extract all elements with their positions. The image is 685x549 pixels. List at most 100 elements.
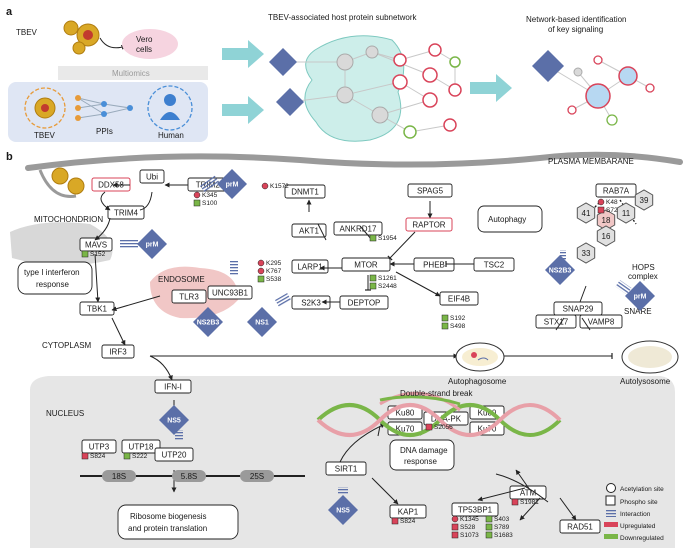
svg-text:S824: S824 [400, 518, 416, 525]
protein-vamp8: VAMP8 [579, 314, 623, 329]
svg-text:S2448: S2448 [378, 283, 397, 290]
panel-b-label: b [6, 151, 13, 163]
double-strand-break-label: Double-strand break [400, 389, 473, 398]
svg-text:NS5: NS5 [167, 418, 181, 425]
svg-text:S1261: S1261 [378, 275, 397, 282]
svg-text:prM: prM [146, 242, 159, 249]
identification-title-1: Network-based identification [526, 15, 627, 24]
svg-text:DDX58: DDX58 [98, 181, 124, 190]
protein-ankrd17: ANKRD17 [333, 221, 383, 236]
site-trim25-2: S100 [193, 199, 218, 207]
dna-damage-label-2: response [404, 457, 437, 466]
vero-cells-shape [122, 29, 178, 59]
svg-text:SIRT1: SIRT1 [335, 465, 358, 474]
svg-text:UTP20: UTP20 [162, 451, 187, 460]
svg-text:5.8S: 5.8S [181, 472, 197, 481]
panel-a-label: a [6, 6, 13, 18]
plasma-membrane-label: PLASMA MEMBARANE [548, 157, 634, 166]
svg-text:AKT1: AKT1 [299, 227, 320, 236]
svg-text:UTP18: UTP18 [129, 443, 154, 452]
svg-text:K1572: K1572 [270, 183, 289, 190]
viral-ns2b3-2: NS2B3 [193, 307, 223, 337]
legend-upregulated: Upregulated [620, 523, 656, 530]
dna-damage-label-1: DNA damage [400, 446, 448, 455]
snare-label: SNARE [624, 307, 652, 316]
site-larp1-2: K767 [257, 267, 282, 275]
site-tp53-6: S1683 [485, 531, 513, 539]
viral-prm-0: prM [217, 169, 247, 199]
vero-label-1: Vero [136, 35, 153, 44]
svg-text:Ubi: Ubi [146, 173, 158, 182]
site-tp53-3: S1073 [451, 531, 479, 539]
svg-text:S1981: S1981 [520, 499, 539, 506]
interaction-marks [120, 175, 632, 495]
viral-prm-5: prM [625, 281, 655, 311]
svg-text:DNMT1: DNMT1 [291, 188, 319, 197]
ribosome-biogenesis-box [117, 504, 239, 540]
ppi-network-icon [75, 95, 133, 121]
svg-text:LARP1: LARP1 [297, 263, 323, 272]
protein-tsc2: TSC2 [473, 257, 515, 272]
protein-unc93b1: UNC93B1 [207, 285, 253, 300]
multiomics-band [58, 66, 208, 80]
autolysosome-label: Autolysosome [620, 377, 671, 386]
legend-acetylation: Acetylation site [620, 486, 664, 493]
svg-text:18S: 18S [112, 472, 126, 481]
site-tp53-1: K1345 [451, 515, 479, 523]
plasma-membrane [25, 151, 683, 171]
protein-mtor: MTOR [341, 257, 391, 272]
protein-trim4: TRIM4 [107, 205, 145, 220]
protein-irf3: IRF3 [101, 344, 135, 359]
protein-ifn: IFN-I [154, 379, 192, 394]
protein-utp20: UTP20 [154, 447, 194, 462]
svg-text:S2K3: S2K3 [301, 299, 321, 308]
svg-text:S824: S824 [90, 453, 106, 460]
rrna-5.8S: 5.8S [172, 470, 206, 482]
protein-snap29: SNAP29 [553, 301, 603, 316]
subnetwork-graph [269, 35, 462, 142]
protein-stx17: STX17 [535, 314, 577, 329]
interferon-response-box [17, 261, 93, 295]
protein-tbk1: TBK1 [79, 301, 115, 316]
site-mtor-1: S1261 [369, 274, 397, 282]
svg-text:TSC2: TSC2 [484, 261, 505, 270]
svg-text:DNA-PK: DNA-PK [431, 415, 462, 424]
protein-akt1: AKT1 [291, 223, 327, 238]
svg-text:41: 41 [582, 209, 591, 218]
svg-text:TBK1: TBK1 [87, 305, 108, 314]
svg-text:S2056: S2056 [434, 424, 453, 431]
protein-tp53bp1: TP53BP1 [451, 502, 499, 517]
svg-text:S538: S538 [266, 276, 282, 283]
nucleus-label: NUCLEUS [46, 409, 84, 418]
svg-text:S72: S72 [606, 207, 618, 214]
svg-text:RAPTOR: RAPTOR [412, 221, 445, 230]
protein-sirt1: SIRT1 [325, 461, 367, 476]
ribosome-label-1: Ribosome biogenesis [130, 512, 207, 521]
viral-ns5-7: NS5 [328, 495, 358, 525]
svg-text:PHEB: PHEB [423, 261, 445, 270]
svg-text:STX17: STX17 [544, 318, 569, 327]
svg-text:S192: S192 [450, 315, 466, 322]
svg-text:S789: S789 [494, 524, 510, 531]
subnetwork-title: TBEV-associated host protein subnetwork [268, 13, 418, 22]
svg-text:18: 18 [602, 216, 611, 225]
protein-rad51: RAD51 [559, 519, 601, 534]
mitochondrion-label: MITOCHONDRION [34, 215, 103, 224]
svg-text:VAMP8: VAMP8 [588, 318, 615, 327]
svg-text:NS2B3: NS2B3 [197, 320, 220, 327]
svg-text:DEPTOP: DEPTOP [348, 299, 381, 308]
site-utp18: S222 [123, 452, 148, 460]
protein-raptor: RAPTOR [405, 217, 453, 232]
svg-text:IRF3: IRF3 [109, 348, 127, 357]
svg-text:KAP1: KAP1 [398, 508, 419, 517]
tbev-virus-entry-icon [38, 167, 85, 198]
endosome-label: ENDOSOME [158, 275, 205, 284]
interferon-label-1: type I interferon [24, 268, 80, 277]
site-tp53-2: S528 [451, 523, 476, 531]
dna-double-helix [316, 391, 562, 437]
autophagosome-shape [455, 342, 505, 372]
svg-text:SNAP29: SNAP29 [563, 305, 594, 314]
teal-arrow-1 [222, 40, 264, 68]
svg-text:ATM: ATM [520, 489, 537, 498]
key-signaling-graph [532, 50, 655, 126]
